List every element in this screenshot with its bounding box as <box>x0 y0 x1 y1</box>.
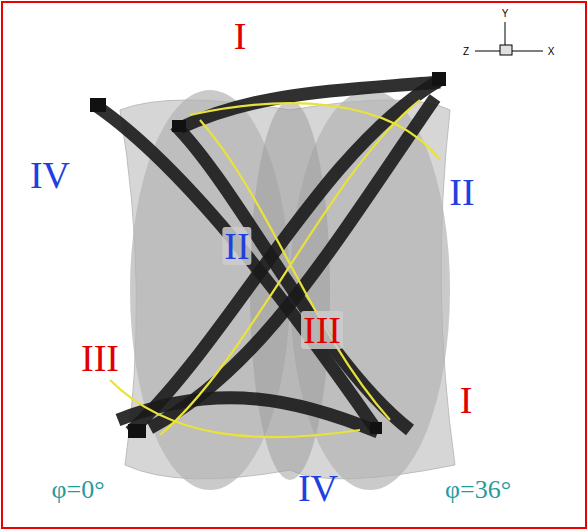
angle-label: φ=36° <box>445 477 511 503</box>
axis-label: Z <box>463 47 469 57</box>
coil-number: II <box>222 227 251 265</box>
coil-number: I <box>232 17 249 55</box>
coil-number: IV <box>296 469 340 507</box>
axis-label: Y <box>502 9 509 19</box>
coil-number: II <box>447 173 476 211</box>
axis-label: X <box>548 47 555 57</box>
coil-number: IV <box>28 156 72 194</box>
coil-number: III <box>79 339 121 377</box>
angle-label: φ=0° <box>51 477 104 503</box>
coil-number: I <box>458 381 475 419</box>
coil-number: III <box>301 311 343 349</box>
